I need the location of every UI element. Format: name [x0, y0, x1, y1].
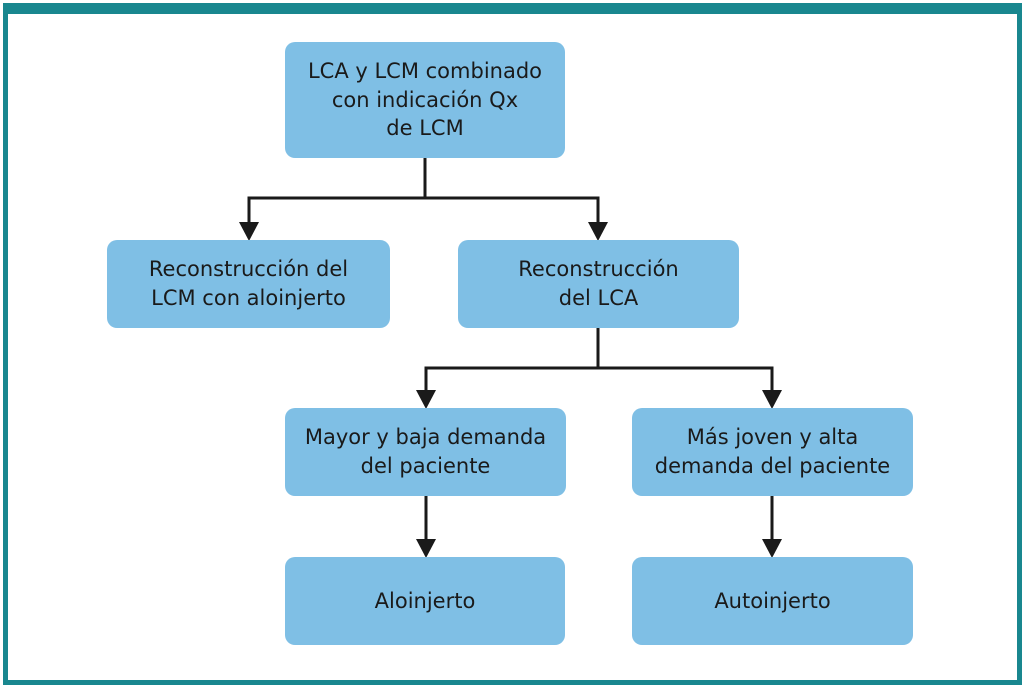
node-allograft: Aloinjerto	[285, 557, 565, 645]
node-lcm-allograft: Reconstrucción del LCM con aloinjerto	[107, 240, 390, 328]
arrowhead	[416, 539, 436, 558]
node-older-low-demand: Mayor y baja demanda del paciente	[285, 408, 566, 496]
node-root: LCA y LCM combinado con indicación Qx de…	[285, 42, 565, 158]
arrowhead	[416, 390, 436, 409]
arrowhead	[762, 539, 782, 558]
connector-root-fork	[239, 158, 608, 241]
node-younger-high-demand: Más joven y alta demanda del paciente	[632, 408, 913, 496]
arrowhead	[239, 222, 259, 241]
node-autograft: Autoinjerto	[632, 557, 913, 645]
connector-lca-fork	[416, 328, 782, 409]
arrowhead	[588, 222, 608, 241]
connector-older-to-allograft	[416, 496, 436, 558]
node-lca-reconstruction: Reconstrucción del LCA	[458, 240, 739, 328]
connector-younger-to-autograft	[762, 496, 782, 558]
arrowhead	[762, 390, 782, 409]
